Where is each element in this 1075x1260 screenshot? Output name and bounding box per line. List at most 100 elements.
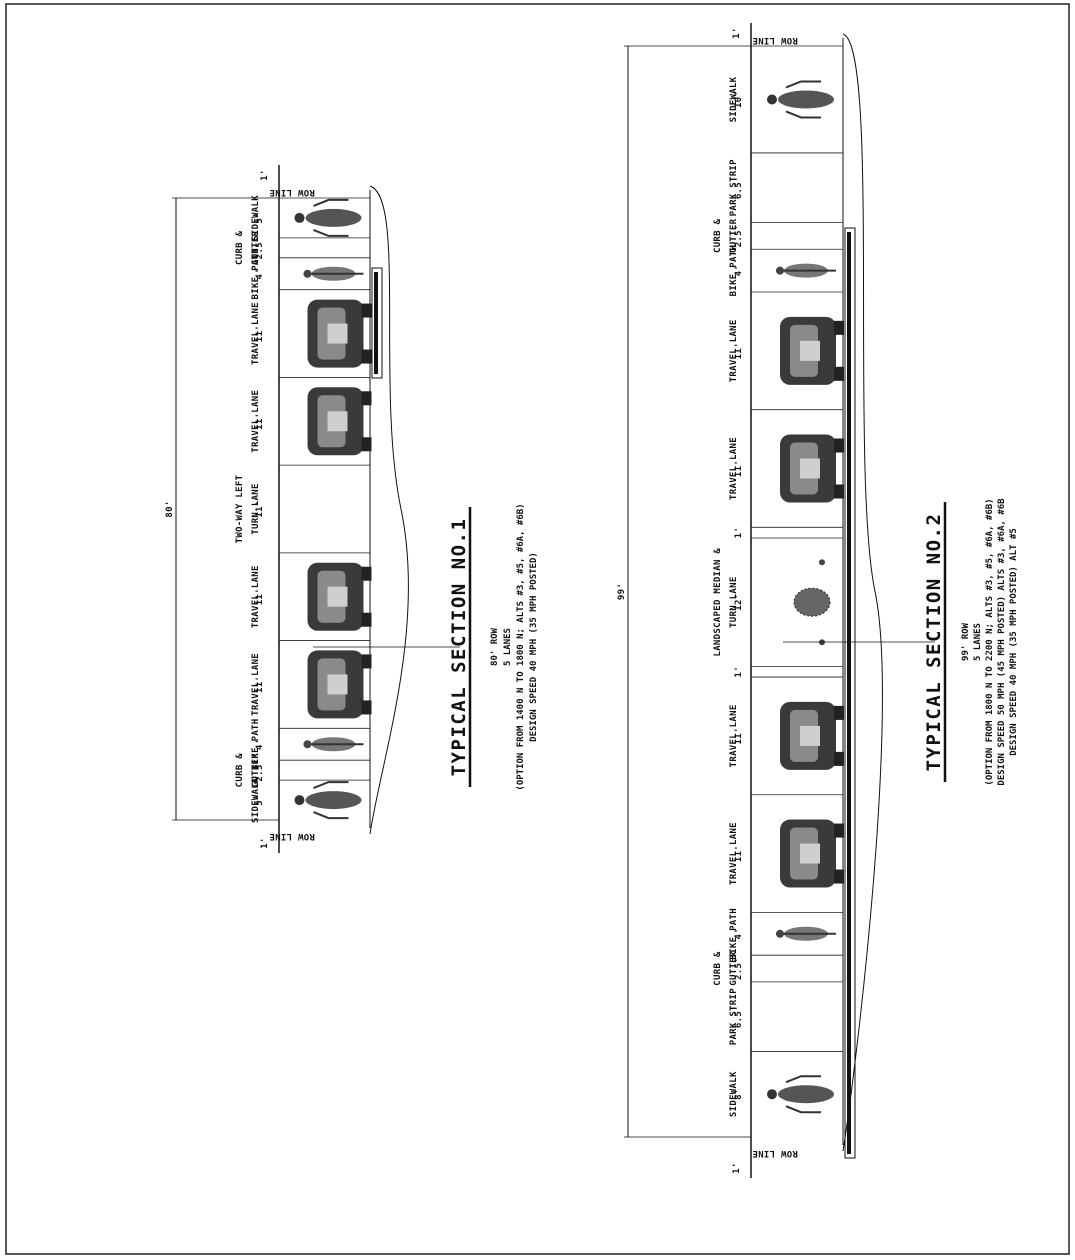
zone-name-label: SIDEWALK [729, 1071, 739, 1117]
zone-width-label: 4' [734, 265, 744, 276]
car-grille-icon [800, 843, 820, 864]
pedestrian-head-icon [294, 795, 305, 806]
zone-name-label: BIKE PATH [251, 719, 261, 770]
total-width-label: 80' [165, 500, 175, 517]
section-subtitle-line: 80' ROW [490, 627, 500, 666]
tree-icon [793, 587, 831, 617]
pedestrian-limbs-icon [785, 80, 821, 119]
edge-offset-label: 1' [732, 27, 742, 38]
zone-width-label: 1' [734, 527, 744, 538]
car-wheel-icon [361, 566, 372, 581]
zone-width-label: 10' [734, 91, 744, 108]
section-subtitle-line: 99' ROW [961, 622, 971, 661]
zone-name-label: TURN LANE [251, 483, 261, 534]
section-subtitle-line: 5 LANES [973, 623, 983, 661]
pedestrian-icon [778, 90, 834, 109]
car-wheel-icon [834, 869, 844, 884]
car-grille-icon [800, 725, 820, 746]
pedestrian-icon [305, 208, 362, 227]
zone-name-label: SIDEWALK [251, 195, 261, 241]
zone-width-label: 2.5' [734, 957, 744, 980]
zone-name-label: GUTTER [251, 753, 261, 788]
car-wheel-icon [361, 303, 372, 318]
zone-width-label: 5' [255, 794, 265, 805]
zone-width-label: 11' [734, 845, 744, 862]
section-subtitle-line: 5 LANES [503, 628, 513, 666]
asphalt-layer [374, 272, 378, 374]
zone-width-label: 6.5' [734, 1005, 744, 1028]
car-wheel-icon [834, 823, 844, 838]
section-subtitle-line: DESIGN SPEED 50 MPH (45 MPH POSTED) ALTS… [997, 498, 1007, 786]
zone-width-label: 11' [255, 588, 265, 605]
pedestrian-head-icon [767, 1089, 777, 1100]
zone-name-label: TRAVEL LANE [251, 565, 261, 628]
zone-offset: 1' [734, 665, 843, 677]
car-wheel-icon [834, 705, 844, 720]
zone-name-label: BIKE PATH [251, 248, 261, 299]
zone-name-label: TRAVEL LANE [251, 653, 261, 716]
zone-name-label: TRAVEL LANE [251, 302, 261, 365]
car-grille-icon [800, 340, 820, 361]
car-wheel-icon [834, 751, 844, 766]
car-wheel-icon [834, 438, 844, 453]
bicyclist-head-icon [303, 269, 312, 278]
total-width-label: 99' [617, 583, 627, 600]
zone-name-label: BIKE PATH [729, 908, 739, 959]
car-wheel-icon [834, 320, 844, 335]
section-subtitle-line: DESIGN SPEED 40 MPH (35 MPH POSTED) [529, 552, 539, 742]
zone-name-label: CURB & [235, 753, 245, 788]
bicyclist-head-icon [776, 266, 784, 275]
zone-width-label: 12' [734, 594, 744, 611]
row-line-label: ROW LINE [752, 1148, 798, 1158]
car-grille-icon [327, 674, 348, 695]
bicyclist-head-icon [303, 740, 312, 749]
row-line-label: ROW LINE [752, 35, 798, 45]
zone-width-label: 11' [734, 342, 744, 359]
zone-width-label: 2.5' [734, 224, 744, 247]
zone-name-label: TRAVEL LANE [729, 822, 739, 885]
ground-outline [369, 185, 409, 835]
section-title: TYPICAL SECTION NO.2 [923, 513, 945, 772]
zone-width-label: 11' [255, 500, 265, 517]
section-title: TYPICAL SECTION NO.1 [448, 518, 470, 777]
zone-name-label: PARK STRIP [729, 988, 739, 1045]
zone-name-label: TRAVEL LANE [729, 704, 739, 767]
zone-name-label: TRAVEL LANE [729, 437, 739, 500]
zone-name-label: GUTTER [251, 230, 261, 265]
car-wheel-icon [361, 391, 372, 406]
zone-width-label: 11' [255, 413, 265, 430]
car-wheel-icon [361, 349, 372, 364]
pedestrian-limbs-icon [313, 781, 349, 820]
car-grille-icon [327, 411, 348, 432]
pedestrian-head-icon [767, 94, 777, 105]
zone-width-label: 4' [255, 739, 265, 750]
zone-name-label: SIDEWALK [729, 76, 739, 122]
shrub-icon [819, 559, 825, 566]
zone-width-label: 2.5' [255, 759, 265, 782]
car-wheel-icon [361, 700, 372, 715]
zone-offset: 1' [734, 526, 843, 538]
row-line-label: ROW LINE [269, 831, 315, 841]
bicyclist-head-icon [776, 929, 784, 938]
zone-name-label: SIDEWALK [251, 777, 261, 823]
zone-name-label: TRAVEL LANE [729, 319, 739, 382]
edge-offset-label: 1' [732, 1162, 742, 1173]
